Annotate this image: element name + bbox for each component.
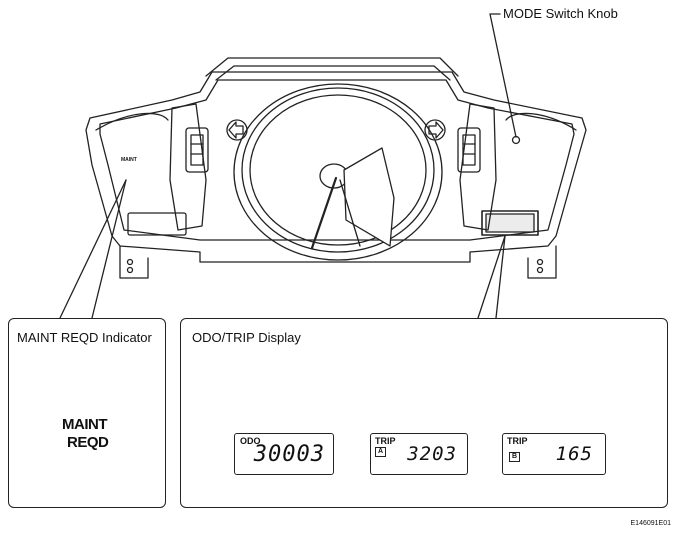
- odo-display: ODO 30003: [234, 433, 334, 475]
- needle: [310, 176, 338, 250]
- cluster-maint-label: MAINT: [121, 157, 137, 163]
- trip-a-display-value: 3203: [407, 443, 457, 465]
- center-hood: [205, 57, 459, 77]
- odotrip-leader-left: [477, 235, 506, 319]
- right-arrow-glyph: [428, 121, 444, 139]
- needle-sector: [343, 147, 395, 247]
- odotrip-title: ODO/TRIP Display: [192, 330, 301, 345]
- right-mini-gauge-inner: [462, 134, 476, 166]
- right-arrow-indicator: [424, 119, 446, 141]
- left-side-panel: [169, 103, 207, 231]
- trip-b-display: TRIP B 165: [502, 433, 606, 475]
- odo-trip-window: [481, 210, 539, 236]
- needle-edge: [339, 179, 361, 247]
- right-mini-gauge: [457, 127, 481, 173]
- left-panel-curve: [95, 112, 169, 131]
- left-mini-gauge-inner: [190, 134, 204, 166]
- speedometer-bezel: [233, 83, 443, 261]
- mode-switch-leader: [489, 13, 517, 138]
- speedometer-ring-inner: [249, 94, 427, 246]
- left-mount-bracket: [119, 245, 149, 279]
- trip-b-sub-label: B: [509, 452, 521, 462]
- left-mini-gauge: [185, 127, 209, 173]
- maint-indicator-callout-box: [8, 318, 166, 508]
- left-mount-hole: [126, 266, 134, 274]
- maint-lamp-text-line2: REQD: [67, 434, 109, 451]
- right-mount-hole: [536, 258, 544, 266]
- odo-display-value: 30003: [253, 442, 325, 467]
- left-mount-hole: [126, 258, 134, 266]
- trip-b-display-label: TRIP: [507, 436, 528, 446]
- maint-indicator-title: MAINT REQD Indicator: [17, 330, 152, 345]
- center-hood-inner: [215, 65, 451, 81]
- figure-id: E146091E01: [630, 520, 671, 527]
- left-arrow-indicator: [226, 119, 248, 141]
- right-mount-bracket: [527, 245, 557, 279]
- trip-a-display-label: TRIP: [375, 436, 396, 446]
- cluster-housing-outline: [85, 71, 587, 263]
- right-panel-curve: [505, 112, 577, 131]
- trip-a-sub-label: A: [375, 447, 387, 457]
- trip-a-display: TRIP A 3203: [370, 433, 468, 475]
- odo-display-label: ODO: [240, 436, 261, 446]
- odotrip-leader-right: [495, 235, 506, 319]
- left-display-window: [127, 212, 187, 236]
- odo-trip-window-inner: [485, 213, 535, 233]
- speedometer-ring-outer: [241, 87, 435, 253]
- maint-leader-left: [59, 179, 127, 319]
- right-side-panel: [459, 103, 497, 231]
- odotrip-callout-box: [180, 318, 668, 508]
- maint-lamp-text-line1: MAINT: [62, 416, 108, 433]
- mode-switch-label: MODE Switch Knob: [503, 6, 618, 21]
- trip-b-display-value: 165: [555, 443, 593, 465]
- maint-leader-right: [91, 179, 127, 319]
- left-arrow-glyph: [228, 121, 244, 139]
- right-mount-hole: [536, 266, 544, 274]
